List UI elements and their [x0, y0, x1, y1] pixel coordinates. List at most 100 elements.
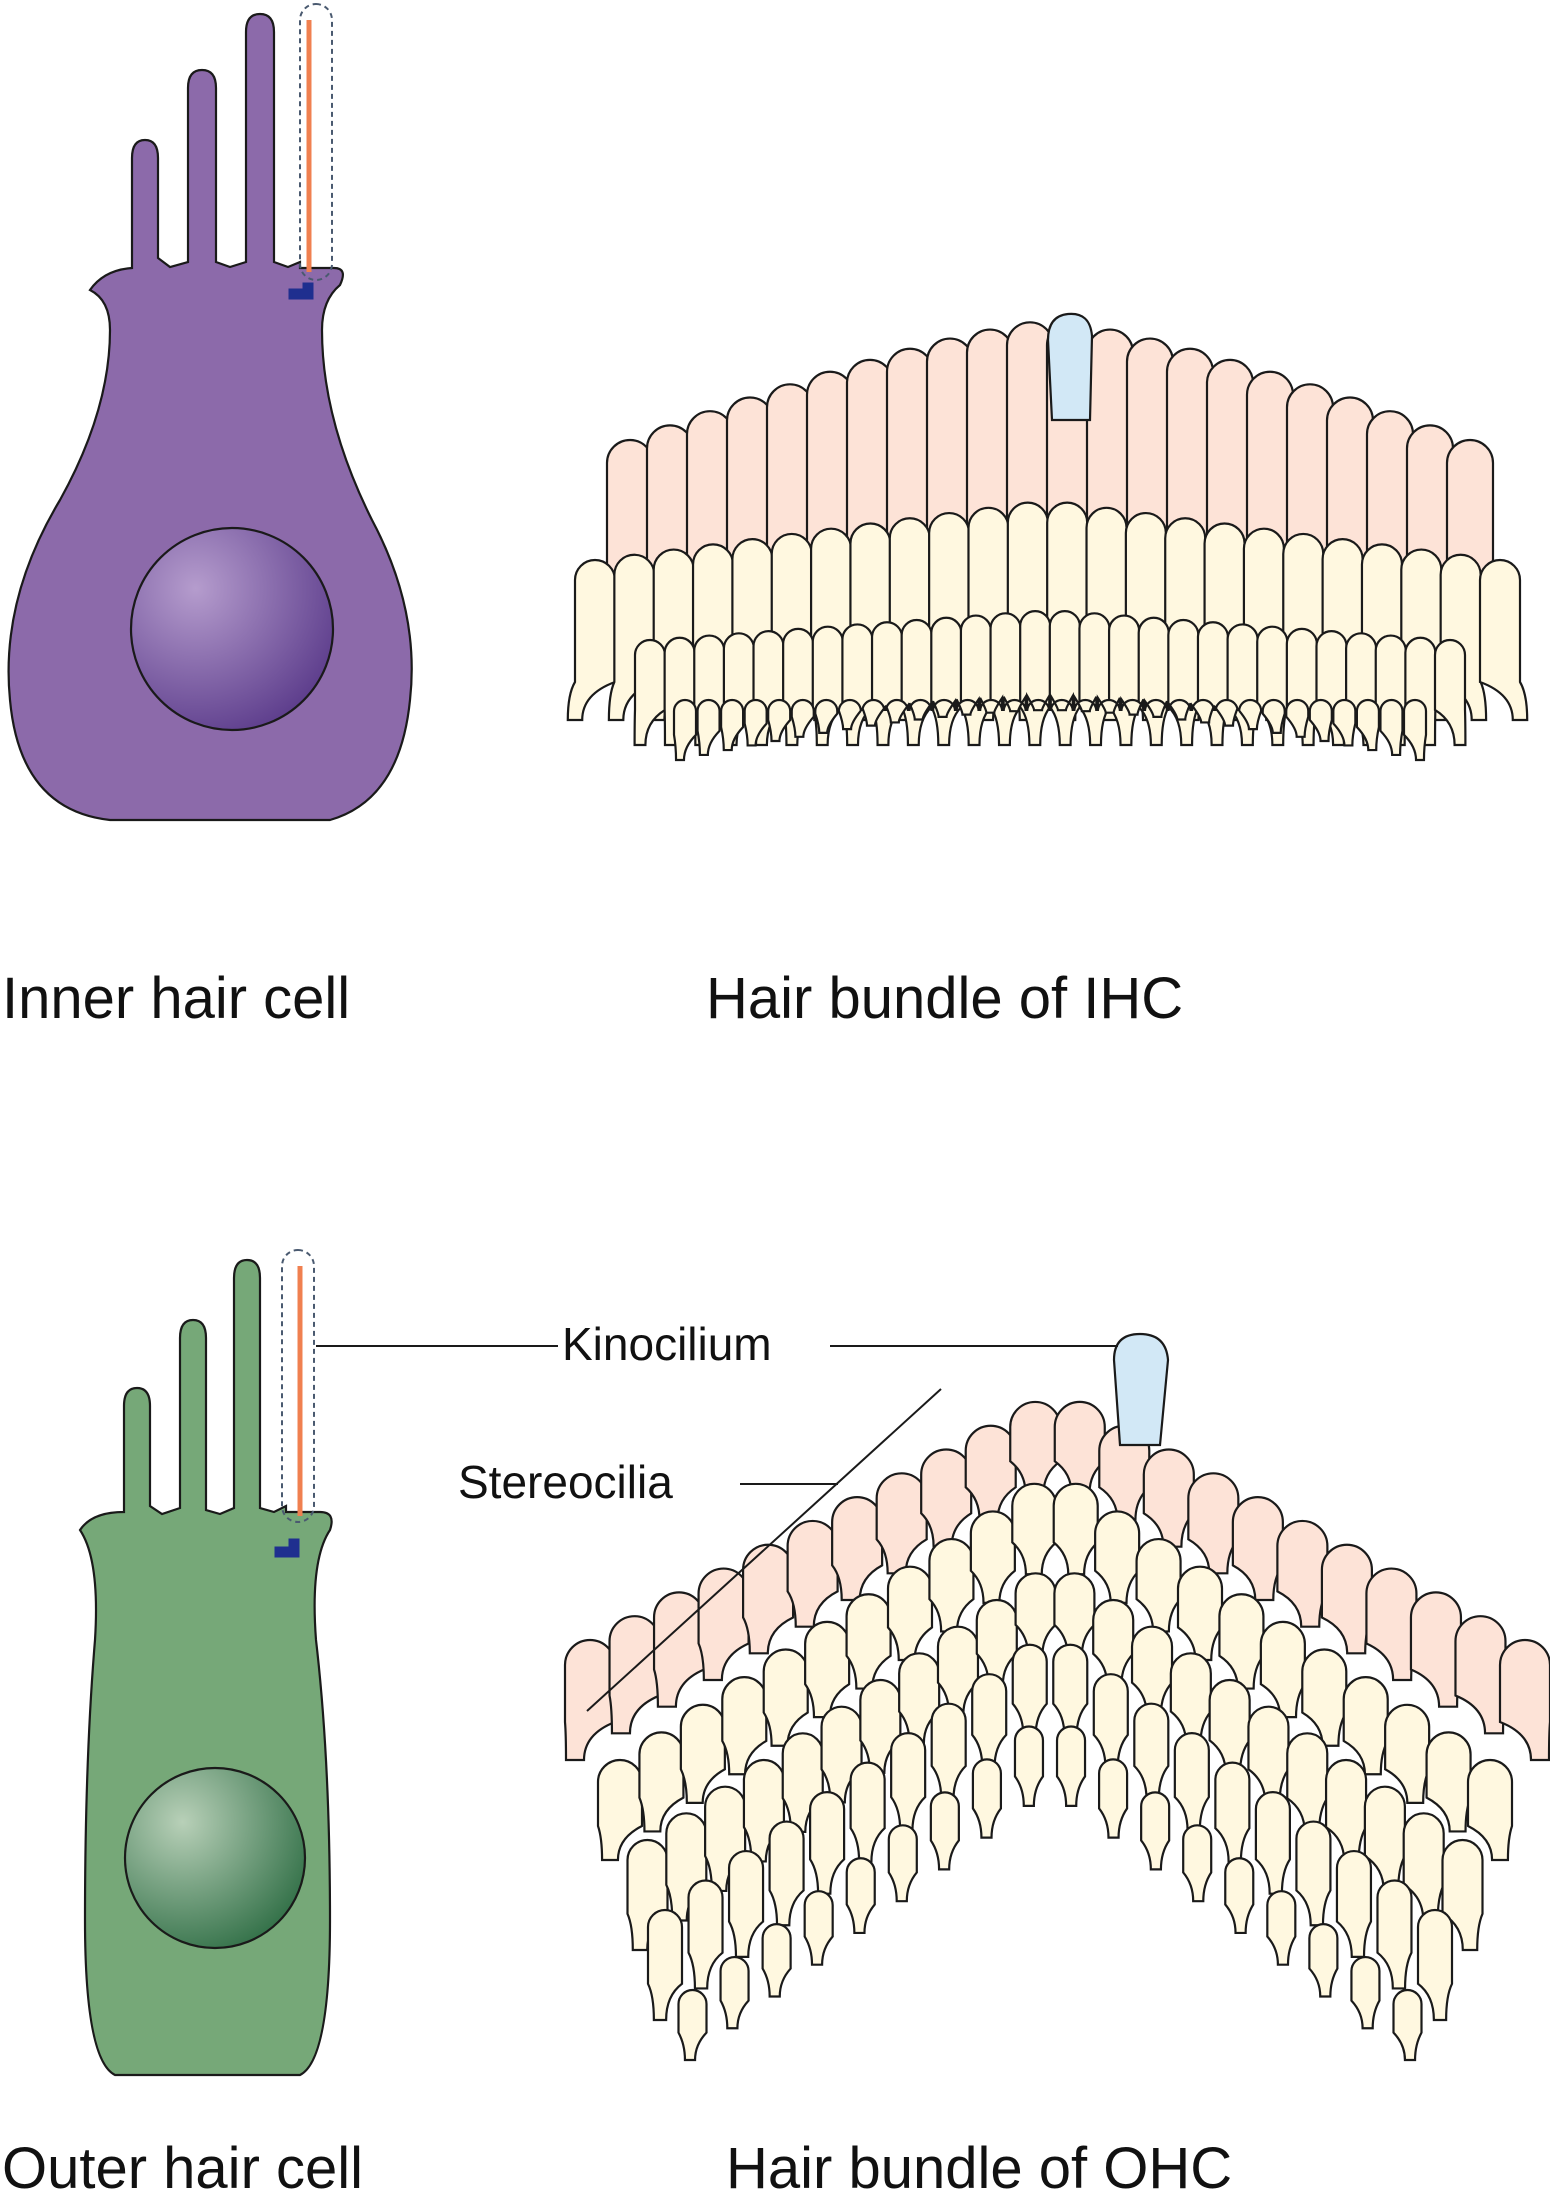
stereocilium — [1276, 1519, 1329, 1628]
stereocilium — [979, 694, 1004, 714]
stereocilium — [1026, 691, 1051, 712]
stereocilium — [1140, 1791, 1171, 1871]
stereocilium — [971, 1758, 1003, 1839]
ohc-stereocilia-row-1 — [563, 1400, 1550, 1762]
stereocilium — [1342, 1676, 1389, 1776]
stereocilium — [971, 1673, 1008, 1769]
ohc-stereocilia-row-5 — [677, 1725, 1423, 2062]
stereocilium — [1120, 695, 1145, 716]
stereocilium — [1214, 1761, 1251, 1864]
stereocilium — [1049, 691, 1074, 712]
stereocilium — [1402, 1812, 1445, 1922]
stereocilium — [1478, 558, 1529, 722]
stereocilium — [809, 1791, 846, 1895]
stereocilium — [1308, 1923, 1339, 1998]
stereocilium — [786, 1519, 839, 1628]
stereocilium — [1402, 698, 1428, 762]
stereocilium — [596, 1758, 644, 1862]
stereocilium — [1350, 1956, 1381, 2030]
stereocilium — [1173, 1732, 1210, 1832]
stereocilium — [803, 1890, 834, 1966]
stereocilium — [1416, 1908, 1454, 2022]
stereocilium — [638, 1731, 685, 1833]
stereocilium — [652, 1591, 706, 1708]
stereocilium — [1048, 610, 1081, 747]
stereocilium — [1142, 1448, 1195, 1548]
stereocilium — [1363, 1785, 1406, 1893]
stereocilium — [1011, 1482, 1058, 1576]
ohc-basal-body — [274, 1538, 300, 1558]
outer-hair-cell — [78, 1249, 333, 2077]
stereocilium — [886, 1565, 934, 1662]
stereocilium — [1286, 1732, 1329, 1833]
stereocilium — [1011, 1643, 1048, 1737]
stereocilium — [1092, 1598, 1135, 1686]
stereocilium — [969, 1510, 1016, 1604]
stereocilium — [1053, 1400, 1106, 1495]
stereocilia-label: Stereocilia — [458, 1456, 673, 1508]
stereocilium — [761, 1923, 792, 1998]
stereocilium — [1259, 1620, 1306, 1719]
stereocilium — [1013, 1725, 1045, 1807]
stereocilium — [1143, 697, 1169, 719]
stereocilium — [845, 1857, 876, 1935]
stereocilium — [900, 618, 933, 747]
stereocilium — [696, 698, 721, 757]
stereocilium — [920, 1448, 973, 1548]
stereocilium — [563, 1638, 617, 1762]
ihc-cell-caption: Inner hair cell — [2, 966, 350, 1031]
inner-hair-cell — [7, 3, 413, 822]
stereocilium — [884, 698, 910, 724]
stereocilium — [955, 695, 980, 716]
stereocilium — [1247, 1705, 1290, 1804]
stereocilium — [1261, 698, 1286, 734]
stereocilium — [1320, 1543, 1373, 1655]
stereocilium — [930, 616, 963, 747]
ihc-stereocilia-row-4 — [672, 691, 1428, 762]
stereocilium — [1053, 1572, 1096, 1656]
stereocilium — [679, 1703, 726, 1804]
stereocilium — [989, 612, 1022, 747]
stereocilium — [929, 1791, 960, 1871]
stereocilium — [1285, 698, 1310, 738]
stereocilium — [1009, 1400, 1062, 1495]
stereocilium — [1078, 612, 1111, 747]
stereocilium — [1169, 1652, 1212, 1745]
stereocilium — [1176, 1565, 1224, 1662]
ohc-cell-body — [78, 1258, 333, 2077]
ohc-nucleus — [123, 1766, 307, 1950]
stereocilium — [1379, 698, 1404, 757]
stereocilium — [861, 698, 886, 727]
stereocilium — [1055, 1725, 1087, 1807]
stereocilium — [1301, 1648, 1348, 1747]
ohc-hair-bundle — [563, 1332, 1550, 2062]
stereocilium — [1409, 1591, 1463, 1708]
stereocilium — [1355, 698, 1380, 752]
stereocilium — [1196, 621, 1230, 747]
ohc-bundle-caption: Hair bundle of OHC — [726, 2136, 1232, 2198]
stereocilium — [1365, 1567, 1418, 1682]
stereocilium — [1254, 1791, 1291, 1895]
stereocilium — [1094, 1510, 1141, 1604]
stereocilium — [697, 1567, 750, 1682]
ohc-stereocilia-row-2 — [596, 1482, 1514, 1862]
stereocilium — [1295, 1820, 1332, 1927]
stereocilium — [1182, 1824, 1213, 1903]
stereocilium — [1208, 1678, 1251, 1774]
stereocilium — [727, 1849, 765, 1958]
stereocilium — [1133, 1702, 1170, 1801]
ohc-kinocilium-outline — [281, 1249, 315, 1523]
stereocilium — [719, 698, 745, 752]
stereocilium — [608, 1615, 661, 1735]
stereocilium — [1167, 618, 1200, 747]
ihc-kinocilium-outline — [299, 3, 333, 281]
stereocilium — [1073, 692, 1098, 713]
stereocilium — [633, 638, 667, 747]
stereocilium — [672, 698, 698, 762]
stereocilium — [767, 698, 792, 743]
stereocilium — [845, 1593, 892, 1690]
ohc-cell-caption: Outer hair cell — [2, 2136, 363, 2198]
stereocilium — [768, 1820, 805, 1927]
stereocilium — [831, 1496, 884, 1602]
ihc-basal-body — [288, 282, 314, 300]
